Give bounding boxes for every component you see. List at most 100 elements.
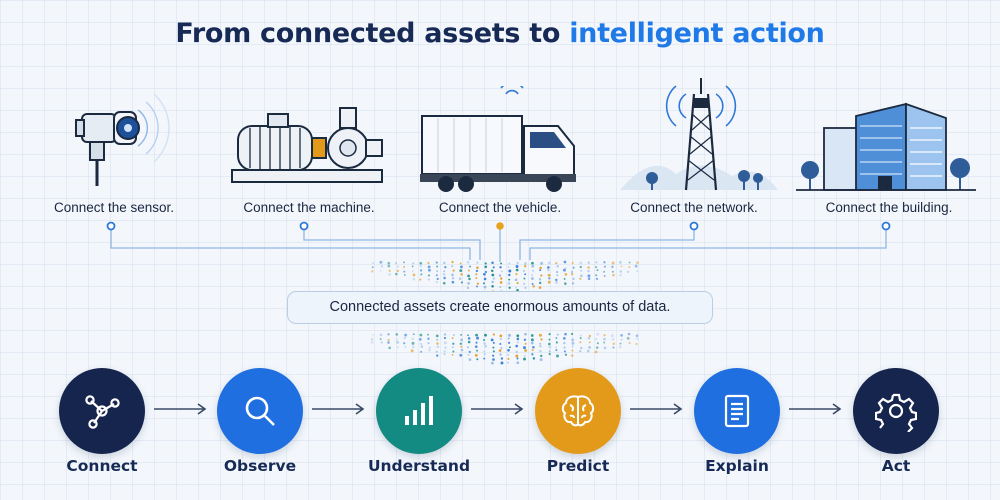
- data-particle: [435, 261, 438, 264]
- data-particle: [563, 278, 566, 280]
- data-particle: [579, 341, 582, 344]
- data-particle: [515, 354, 519, 358]
- data-particle: [460, 281, 463, 284]
- data-particle: [467, 337, 471, 340]
- data-particle: [427, 261, 430, 265]
- data-particle: [451, 265, 454, 268]
- data-particle: [562, 268, 566, 272]
- data-particle: [466, 260, 470, 264]
- data-particle: [436, 338, 439, 342]
- data-particle: [532, 357, 536, 360]
- data-particle: [460, 333, 463, 336]
- data-particle: [387, 338, 390, 342]
- data-particle: [492, 350, 495, 353]
- data-particle: [372, 262, 375, 264]
- data-particle: [564, 273, 568, 276]
- data-particle: [412, 262, 415, 265]
- data-particle: [411, 265, 414, 268]
- data-particle: [548, 352, 551, 356]
- data-particle: [579, 277, 582, 280]
- data-particle: [508, 341, 511, 344]
- data-particle: [595, 277, 599, 280]
- data-particle: [380, 341, 383, 344]
- data-particle: [580, 274, 583, 278]
- data-particle: [555, 346, 558, 349]
- data-particle: [530, 338, 534, 342]
- data-particle: [435, 334, 439, 338]
- data-particle: [436, 277, 439, 281]
- data-particle: [452, 350, 455, 353]
- step-label-connect: Connect: [66, 457, 138, 475]
- data-particle: [523, 346, 526, 350]
- data-particle: [444, 265, 447, 269]
- data-particle: [475, 273, 478, 276]
- data-particle: [611, 270, 614, 273]
- data-particle: [530, 334, 534, 337]
- document-icon: [724, 394, 750, 428]
- data-particle: [394, 262, 398, 265]
- data-particle: [397, 265, 399, 268]
- data-particle: [531, 353, 534, 356]
- data-particle: [500, 346, 503, 349]
- data-particle: [522, 269, 526, 273]
- data-particle: [540, 261, 544, 265]
- data-particle: [500, 277, 503, 280]
- data-particle: [570, 270, 574, 274]
- data-particle: [524, 273, 527, 276]
- data-particle: [579, 337, 582, 340]
- data-particle: [396, 340, 400, 344]
- data-particle: [443, 341, 447, 345]
- data-particle: [491, 261, 494, 265]
- data-particle: [524, 262, 527, 266]
- data-particle: [411, 337, 414, 341]
- data-particle: [436, 354, 439, 357]
- data-particle: [603, 270, 606, 273]
- arrow-predict-explain: [630, 403, 683, 415]
- data-particle: [499, 342, 502, 345]
- bar-chart-icon: [405, 396, 433, 425]
- data-particle: [444, 346, 447, 349]
- data-particle: [507, 353, 510, 356]
- data-particle: [636, 261, 639, 265]
- data-particle: [410, 349, 414, 353]
- data-particle: [530, 341, 534, 345]
- data-particle: [635, 334, 639, 338]
- data-particle: [508, 278, 511, 281]
- data-particle: [555, 341, 558, 344]
- data-particle: [500, 270, 503, 273]
- data-particle: [596, 269, 599, 272]
- data-particle: [588, 334, 592, 338]
- data-particle: [515, 350, 519, 354]
- data-particle: [515, 264, 519, 268]
- data-particle: [427, 278, 430, 281]
- data-particle: [588, 345, 591, 349]
- data-particle: [475, 333, 478, 337]
- data-particle: [611, 261, 615, 265]
- data-particle: [619, 270, 622, 273]
- data-particle: [451, 280, 455, 284]
- data-particle: [563, 350, 566, 353]
- data-particle: [555, 280, 559, 284]
- data-particle: [562, 336, 566, 340]
- data-particle: [595, 346, 599, 349]
- data-particle: [612, 273, 615, 277]
- data-particle: [571, 354, 574, 357]
- data-particle: [476, 336, 480, 340]
- data-particle: [564, 282, 567, 285]
- data-particle: [524, 355, 526, 357]
- data-particle: [476, 285, 478, 288]
- data-particle: [620, 333, 623, 337]
- data-particle: [388, 346, 392, 350]
- data-particle: [396, 346, 399, 349]
- data-particle: [499, 334, 503, 338]
- data-particle: [626, 337, 630, 340]
- data-particle: [603, 337, 606, 341]
- data-particle: [491, 273, 495, 277]
- data-particle: [371, 270, 374, 273]
- data-particle: [571, 345, 574, 348]
- data-particle: [628, 261, 631, 264]
- data-particle: [460, 273, 463, 276]
- data-particle: [603, 346, 607, 350]
- data-particle: [540, 274, 543, 277]
